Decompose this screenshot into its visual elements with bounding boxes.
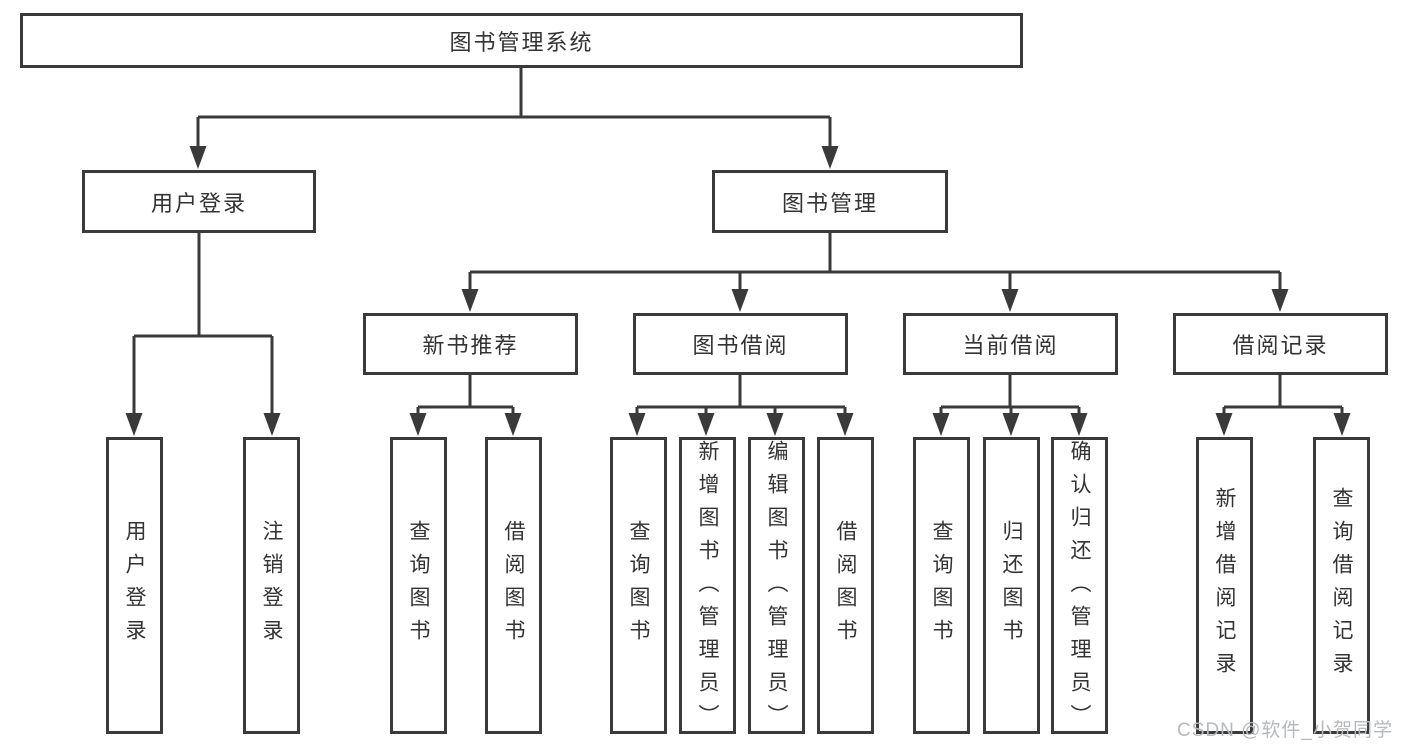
- leaf-logout: 注销登录: [243, 437, 300, 734]
- node-label: 用户登录: [123, 519, 146, 652]
- node-label: 编辑图书（管理员）: [765, 440, 788, 737]
- leaf-return-books: 归还图书: [983, 437, 1040, 734]
- node-book-management-group: 图书管理: [712, 170, 948, 233]
- node-label: 借阅图书: [834, 519, 857, 652]
- leaf-user-login: 用户登录: [106, 437, 163, 734]
- node-new-book-recommendation: 新书推荐: [363, 313, 578, 375]
- node-label: 图书管理系统: [449, 29, 594, 55]
- node-label: 查询借阅记录: [1330, 486, 1353, 685]
- leaf-add-books-admin: 新增图书（管理员）: [679, 437, 736, 737]
- node-label: 图书借阅: [692, 333, 789, 358]
- node-label: 新书推荐: [422, 333, 519, 358]
- node-label: 注销登录: [260, 519, 283, 652]
- node-label: 借阅图书: [502, 519, 525, 652]
- leaf-query-borrow-record: 查询借阅记录: [1313, 437, 1370, 734]
- leaf-query-books: 查询图书: [610, 437, 667, 734]
- node-label: 查询图书: [627, 519, 650, 652]
- node-label: 归还图书: [1000, 519, 1023, 652]
- leaf-query-books-current: 查询图书: [913, 437, 970, 734]
- leaf-edit-books-admin: 编辑图书（管理员）: [748, 437, 805, 737]
- leaf-borrow-books: 借阅图书: [817, 437, 874, 734]
- node-label: 查询图书: [407, 519, 430, 652]
- leaf-confirm-return-admin: 确认归还（管理员）: [1051, 437, 1108, 737]
- node-user-login-group: 用户登录: [82, 170, 316, 233]
- leaf-borrow-books-recommend: 借阅图书: [485, 437, 542, 734]
- node-library-management-system: 图书管理系统: [20, 13, 1023, 68]
- csdn-watermark: CSDN @软件_小贺同学: [1177, 720, 1393, 741]
- node-label: 查询图书: [930, 519, 953, 652]
- node-book-borrowing: 图书借阅: [633, 313, 848, 375]
- node-label: 新增图书（管理员）: [696, 440, 719, 737]
- leaf-add-borrow-record: 新增借阅记录: [1196, 437, 1253, 734]
- leaf-query-books-recommend: 查询图书: [390, 437, 447, 734]
- node-borrowing-records: 借阅记录: [1173, 313, 1388, 375]
- node-label: 确认归还（管理员）: [1068, 440, 1091, 737]
- node-label: 图书管理: [781, 190, 878, 216]
- node-label: 借阅记录: [1232, 333, 1329, 358]
- node-current-borrowing: 当前借阅: [903, 313, 1118, 375]
- node-label: 当前借阅: [962, 333, 1059, 358]
- node-label: 新增借阅记录: [1213, 486, 1236, 685]
- node-label: 用户登录: [150, 190, 247, 216]
